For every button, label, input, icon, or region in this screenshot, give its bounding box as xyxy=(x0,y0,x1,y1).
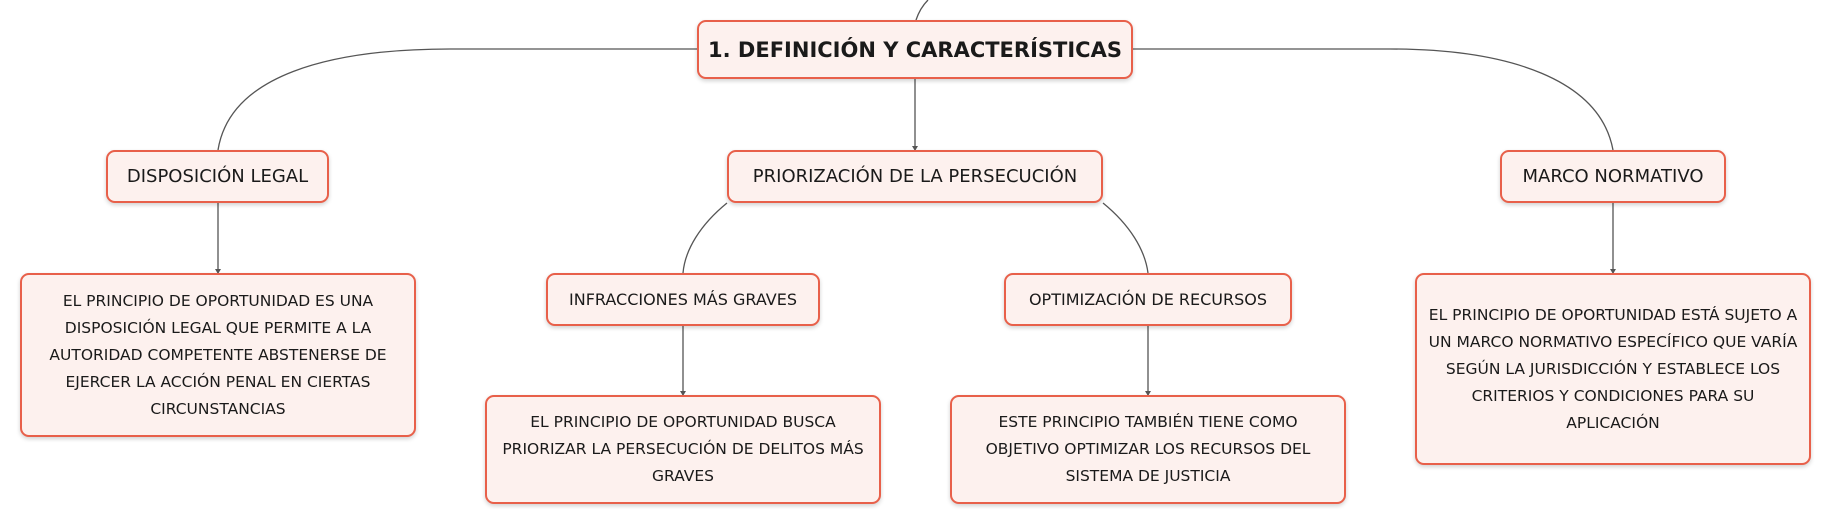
node-priorizacion-persecucion-label: PRIORIZACIÓN DE LA PERSECUCIÓN xyxy=(752,166,1078,187)
detail-marco-normativo[interactable]: EL PRINCIPIO DE OPORTUNIDAD ESTÁ SUJETO … xyxy=(1415,273,1811,465)
connector-root-to-marco xyxy=(1132,48,1614,151)
node-infracciones-mas-graves[interactable]: INFRACCIONES MÁS GRAVES xyxy=(546,273,820,326)
node-priorizacion-persecucion[interactable]: PRIORIZACIÓN DE LA PERSECUCIÓN xyxy=(727,150,1103,203)
detail-optimizacion-recursos[interactable]: ESTE PRINCIPIO TAMBIÉN TIENE COMO OBJETI… xyxy=(950,395,1346,504)
detail-marco-normativo-text: EL PRINCIPIO DE OPORTUNIDAD ESTÁ SUJETO … xyxy=(1428,305,1798,432)
node-disposicion-legal-label: DISPOSICIÓN LEGAL xyxy=(126,166,309,187)
detail-infracciones-mas-graves[interactable]: EL PRINCIPIO DE OPORTUNIDAD BUSCA PRIORI… xyxy=(485,395,881,504)
node-disposicion-legal[interactable]: DISPOSICIÓN LEGAL xyxy=(106,150,329,203)
root-node[interactable]: 1. DEFINICIÓN Y CARACTERÍSTICAS xyxy=(697,20,1133,79)
connector-priorizacion-to-infracciones xyxy=(682,202,728,274)
arrowhead-optimizacion-detail xyxy=(1145,391,1151,396)
arrowhead-disposicion-detail xyxy=(215,269,221,274)
arrowhead-infracciones-detail xyxy=(680,391,686,396)
arrowhead-marco-detail xyxy=(1610,269,1616,274)
connector-priorizacion-to-optimizacion xyxy=(1102,202,1149,274)
detail-infracciones-mas-graves-text: EL PRINCIPIO DE OPORTUNIDAD BUSCA PRIORI… xyxy=(502,413,864,485)
connector-root-to-disposicion xyxy=(217,48,698,151)
detail-disposicion-legal[interactable]: EL PRINCIPIO DE OPORTUNIDAD ES UNA DISPO… xyxy=(20,273,416,437)
detail-disposicion-legal-text: EL PRINCIPIO DE OPORTUNIDAD ES UNA DISPO… xyxy=(49,291,387,418)
root-node-label: 1. DEFINICIÓN Y CARACTERÍSTICAS xyxy=(708,37,1122,62)
arrowhead-priorizacion xyxy=(912,146,918,151)
node-marco-normativo-label: MARCO NORMATIVO xyxy=(1522,166,1704,187)
node-infracciones-mas-graves-label: INFRACCIONES MÁS GRAVES xyxy=(569,290,797,309)
node-optimizacion-recursos-label: OPTIMIZACIÓN DE RECURSOS xyxy=(1028,290,1268,309)
node-marco-normativo[interactable]: MARCO NORMATIVO xyxy=(1500,150,1726,203)
connector-parent-to-root xyxy=(915,0,929,21)
node-optimizacion-recursos[interactable]: OPTIMIZACIÓN DE RECURSOS xyxy=(1004,273,1292,326)
detail-optimizacion-recursos-text: ESTE PRINCIPIO TAMBIÉN TIENE COMO OBJETI… xyxy=(985,413,1311,485)
